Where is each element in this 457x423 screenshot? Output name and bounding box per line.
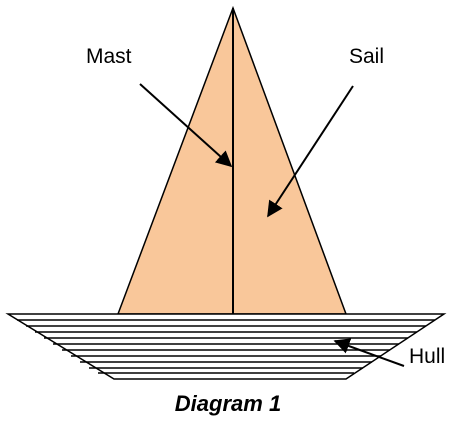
hull-label: Hull — [409, 345, 445, 368]
diagram-caption: Diagram 1 — [175, 391, 281, 416]
sail-arrow — [267, 85, 354, 218]
hull-shape — [5, 313, 447, 380]
sail-label: Sail — [349, 45, 384, 68]
hull-arrow — [333, 338, 405, 367]
mast-label: Mast — [86, 45, 132, 68]
mast-arrow — [139, 83, 233, 168]
